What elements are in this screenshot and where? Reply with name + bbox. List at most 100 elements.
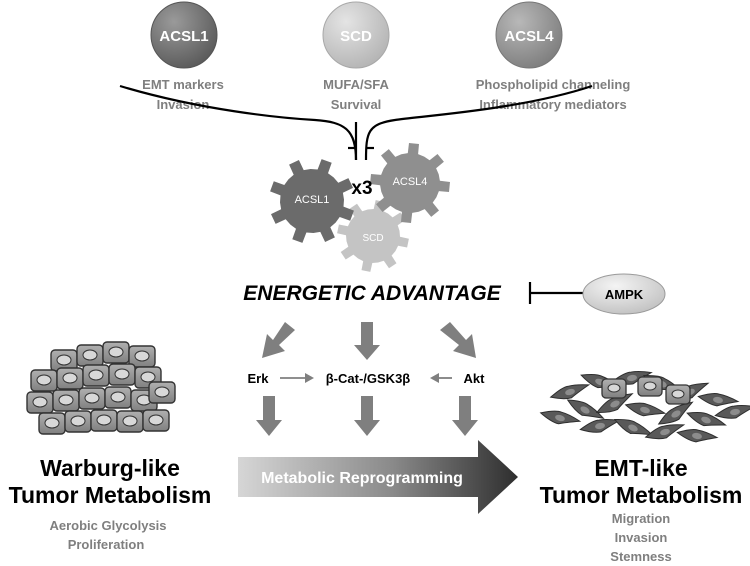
cell-nucleus [140,371,156,383]
acsl1-circle [150,1,218,69]
cell-nucleus [555,414,565,422]
upper-arrows [262,322,476,360]
energetic-advantage-text: ENERGETIC ADVANTAGE [243,282,501,305]
betacat-label: β-Cat-/GSK3β [326,371,411,386]
ampk-label: AMPK [605,287,644,302]
mesenchymal-cell [539,410,582,425]
mesenchymal-cell [644,424,686,440]
cell-nucleus [70,415,86,427]
arrow-from-akt [452,396,478,436]
warburg-cell-cluster [26,341,176,435]
warburg-sub-1: Aerobic Glycolysis [49,518,166,533]
mesenchymal-cell [566,399,605,420]
cell-nucleus [134,350,150,362]
ampk-ellipse [582,273,666,315]
cell-nucleus [701,416,711,424]
warburg-title-1: Warburg-like [40,455,180,481]
scd-function-1: MUFA/SFA [323,77,389,92]
cell-nucleus [640,406,650,414]
enzyme-scd: SCD [322,1,390,69]
cell-nucleus [96,414,112,426]
arrow-to-erk [262,322,295,358]
emt-sub-2: Invasion [615,530,668,545]
gear-cluster [270,143,450,272]
line-from-acsl4 [364,84,593,161]
gear-scd [337,200,409,272]
acsl4-circle [495,1,563,69]
gear-acsl4 [370,143,450,223]
acsl4-function-1: Phospholipid channeling [476,77,631,92]
arrow-to-betacat [354,322,380,360]
cell-nucleus [627,374,637,382]
akt-label: Akt [464,371,486,386]
convergence-lines [119,84,593,161]
gear-scd-label: SCD [362,233,383,244]
cell-nucleus [713,396,723,404]
cell-nucleus [671,389,685,399]
cell-nucleus [595,422,605,430]
emt-sub-1: Migration [612,511,671,526]
cell-nucleus [88,369,104,381]
scd-function-2: Survival [331,97,382,112]
mesenchymal-cell [657,401,694,425]
mesenchymal-cell [579,419,621,433]
cell-nucleus [580,406,590,414]
acsl4-function-2: Inflammatory mediators [479,97,626,112]
erk-arrow-head [305,373,314,383]
ampk-inhibition: AMPK [528,273,666,315]
warburg-sub-2: Proliferation [68,537,145,552]
cell-nucleus [154,386,170,398]
mesenchymal-cell [624,402,667,417]
cell-nucleus [32,396,48,408]
cell-nucleus [730,408,740,416]
cell-nucleus [44,417,60,429]
gear-acsl1 [270,159,354,243]
cell-nucleus [610,400,620,408]
side-arrows [280,373,452,383]
gear-acsl1-label: ACSL1 [295,194,330,206]
reprogramming-arrow: Metabolic Reprogramming [238,440,518,514]
cell-nucleus [56,354,72,366]
scd-label: SCD [340,28,372,45]
gear-acsl4-label: ACSL4 [393,176,428,188]
warburg-title-2: Tumor Metabolism [9,482,212,508]
cell-nucleus [643,381,657,391]
arrow-from-betacat [354,396,380,436]
cell-nucleus [82,349,98,361]
cell-nucleus [122,415,138,427]
cell-nucleus [660,428,670,436]
big-arrow-shape [238,440,518,514]
cell-nucleus [114,368,130,380]
reprogramming-label: Metabolic Reprogramming [261,470,463,487]
cell-nucleus [607,383,621,393]
mesenchymal-cell [697,392,740,407]
mesenchymal-cell [686,411,727,427]
mesenchymal-cell [549,384,591,400]
emt-sub-3: Stemness [610,549,671,564]
cell-nucleus [565,388,575,396]
acsl1-function-1: EMT markers [142,77,224,92]
cell-nucleus [671,410,681,418]
cell-nucleus [110,391,126,403]
arrow-to-akt [440,322,476,358]
acsl1-label: ACSL1 [159,28,208,45]
lower-arrows [256,396,478,436]
enzyme-acsl4: ACSL4 [495,1,563,69]
line-from-acsl1 [119,84,358,161]
cell-nucleus [692,432,702,440]
cell-nucleus [36,374,52,386]
acsl1-function-2: Invasion [157,97,210,112]
mesenchymal-cell [676,428,719,443]
cell-nucleus [148,414,164,426]
cell-nucleus [628,424,638,432]
mesenchymal-cell [714,405,750,419]
cell-nucleus [108,346,124,358]
cell-nucleus [62,372,78,384]
enzyme-acsl1: ACSL1 [150,1,218,69]
emt-title-1: EMT-like [594,455,687,481]
emt-title-2: Tumor Metabolism [540,482,743,508]
acsl4-label: ACSL4 [504,28,554,45]
erk-label: Erk [248,371,270,386]
